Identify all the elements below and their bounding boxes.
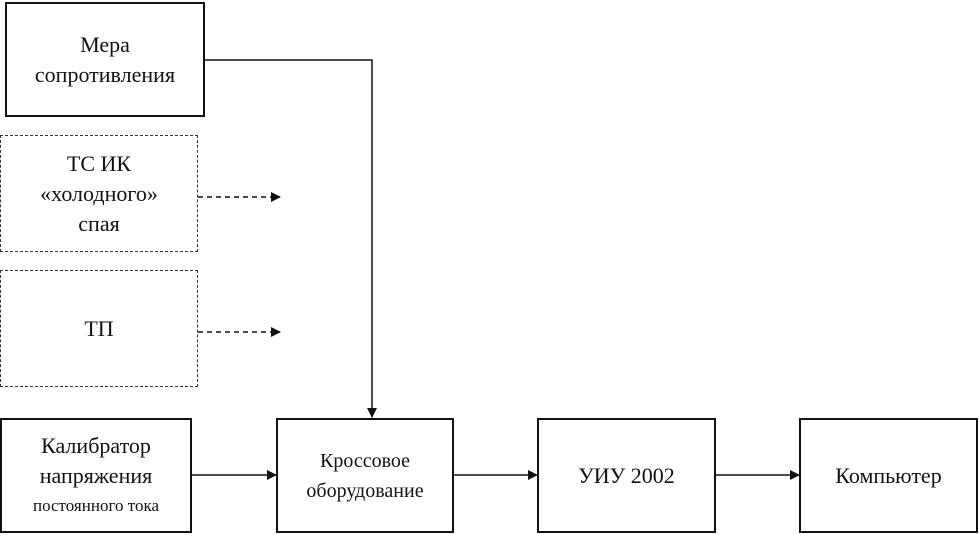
block-thermocouple: ТП — [0, 270, 198, 387]
block-uiu-2002: УИУ 2002 — [537, 418, 716, 533]
block-label: ТП — [84, 315, 114, 341]
block-label: постоянного тока — [32, 495, 159, 515]
block-resistance-measure: Мера сопротивления — [5, 2, 205, 117]
block-label: Калибратор — [41, 432, 151, 458]
block-label: УИУ 2002 — [578, 462, 675, 488]
block-label: спая — [78, 210, 120, 236]
block-computer: Компьютер — [799, 418, 978, 533]
block-label: сопротивления — [34, 61, 176, 87]
block-label: Компьютер — [835, 462, 942, 488]
block-cold-junction-sensor: ТС ИК «холодного» спая — [0, 135, 198, 252]
block-label: Кроссовое — [319, 449, 411, 472]
block-label: напряжения — [39, 462, 153, 488]
block-label: Мера — [80, 31, 130, 57]
block-label: «холодного» — [40, 180, 158, 206]
block-label: ТС ИК — [66, 150, 132, 176]
block-voltage-calibrator: Калибратор напряжения постоянного тока — [0, 418, 192, 533]
arrow-measure-to-cross — [205, 59, 377, 418]
block-label: оборудование — [306, 479, 424, 502]
block-cross-equipment: Кроссовое оборудование — [276, 418, 454, 533]
